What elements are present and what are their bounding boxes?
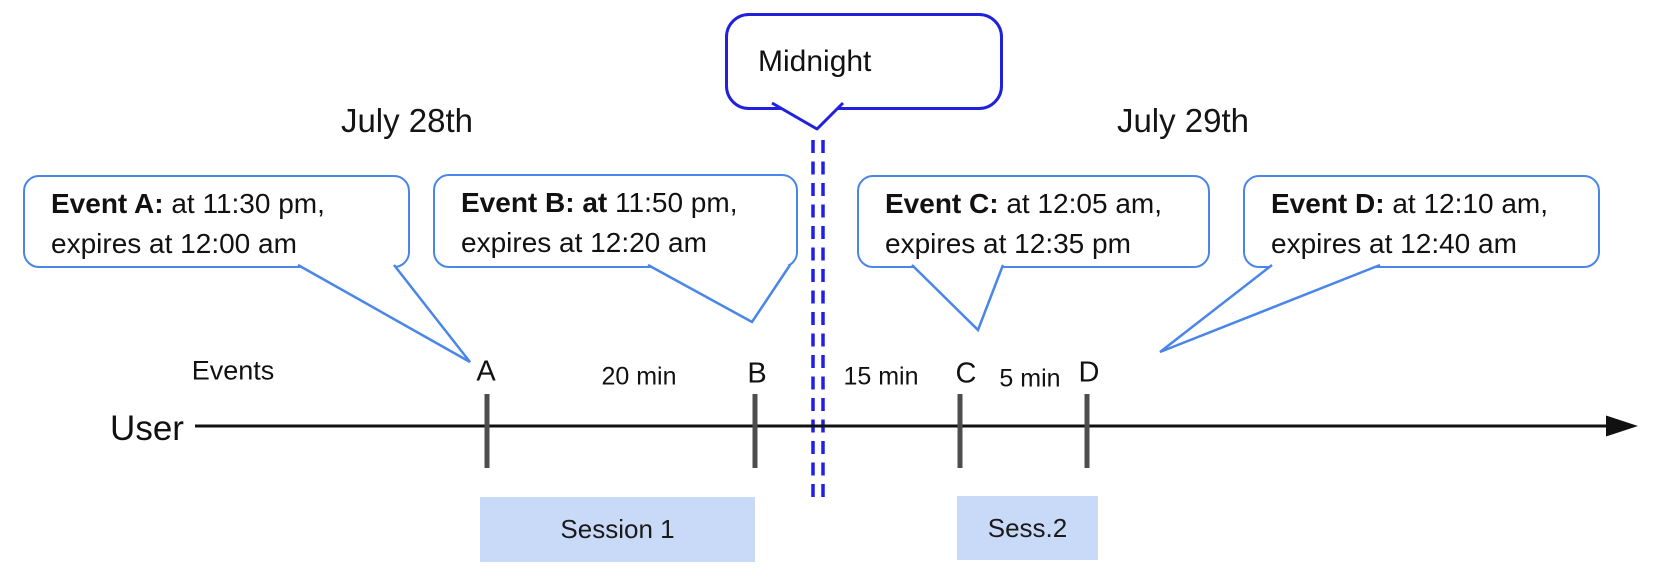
callout-a-line1: at 11:30 pm, (163, 188, 325, 219)
tick-label-c: C (955, 357, 977, 390)
callout-a-title: Event A: (51, 188, 164, 219)
callout-b-line1: 11:50 pm, (607, 187, 738, 218)
interval-label-5min: 5 min (999, 364, 1061, 393)
tick-label-b: B (747, 357, 767, 390)
callout-d-line1: at 12:10 am, (1384, 188, 1549, 219)
user-axis-label: User (110, 409, 184, 448)
session-box-2: Sess.2 (957, 496, 1098, 560)
event-callout-b: Event B: at 11:50 pm, expires at 12:20 a… (433, 174, 798, 268)
callout-c-title: Event C: (885, 188, 999, 219)
events-axis-label: Events (191, 355, 275, 386)
timeline-arrowhead (1606, 415, 1638, 437)
callout-a-line2: expires at 12:00 am (51, 228, 297, 259)
midnight-label: Midnight (758, 44, 872, 78)
interval-label-15min: 15 min (843, 362, 919, 391)
tick-label-a: A (476, 355, 496, 388)
midnight-bubble: Midnight (725, 13, 1003, 110)
event-callout-a: Event A: at 11:30 pm, expires at 12:00 a… (23, 175, 410, 268)
tick-label-d: D (1078, 356, 1100, 389)
interval-label-20min: 20 min (601, 362, 677, 391)
callout-d-title: Event D: (1271, 188, 1385, 219)
callout-c-line1: at 12:05 am, (998, 188, 1163, 219)
date-label-july-28: July 28th (340, 102, 474, 139)
session-box-1: Session 1 (480, 497, 755, 562)
event-callout-c: Event C: at 12:05 am, expires at 12:35 p… (857, 175, 1210, 268)
callout-tail-d (1159, 263, 1381, 354)
session-2-label: Sess.2 (987, 512, 1068, 543)
session-1-label: Session 1 (560, 514, 675, 544)
callout-tail-c (911, 264, 1005, 333)
callout-b-line2: expires at 12:20 am (461, 227, 707, 258)
callout-c-line2: expires at 12:35 pm (885, 228, 1131, 259)
callout-tail-b (647, 263, 792, 324)
callout-tail-a (297, 263, 471, 364)
callout-d-line2: expires at 12:40 am (1271, 228, 1517, 259)
callout-b-title: Event B: at (461, 187, 608, 218)
event-callout-d: Event D: at 12:10 am, expires at 12:40 a… (1243, 175, 1600, 268)
date-label-july-29: July 29th (1116, 102, 1250, 139)
